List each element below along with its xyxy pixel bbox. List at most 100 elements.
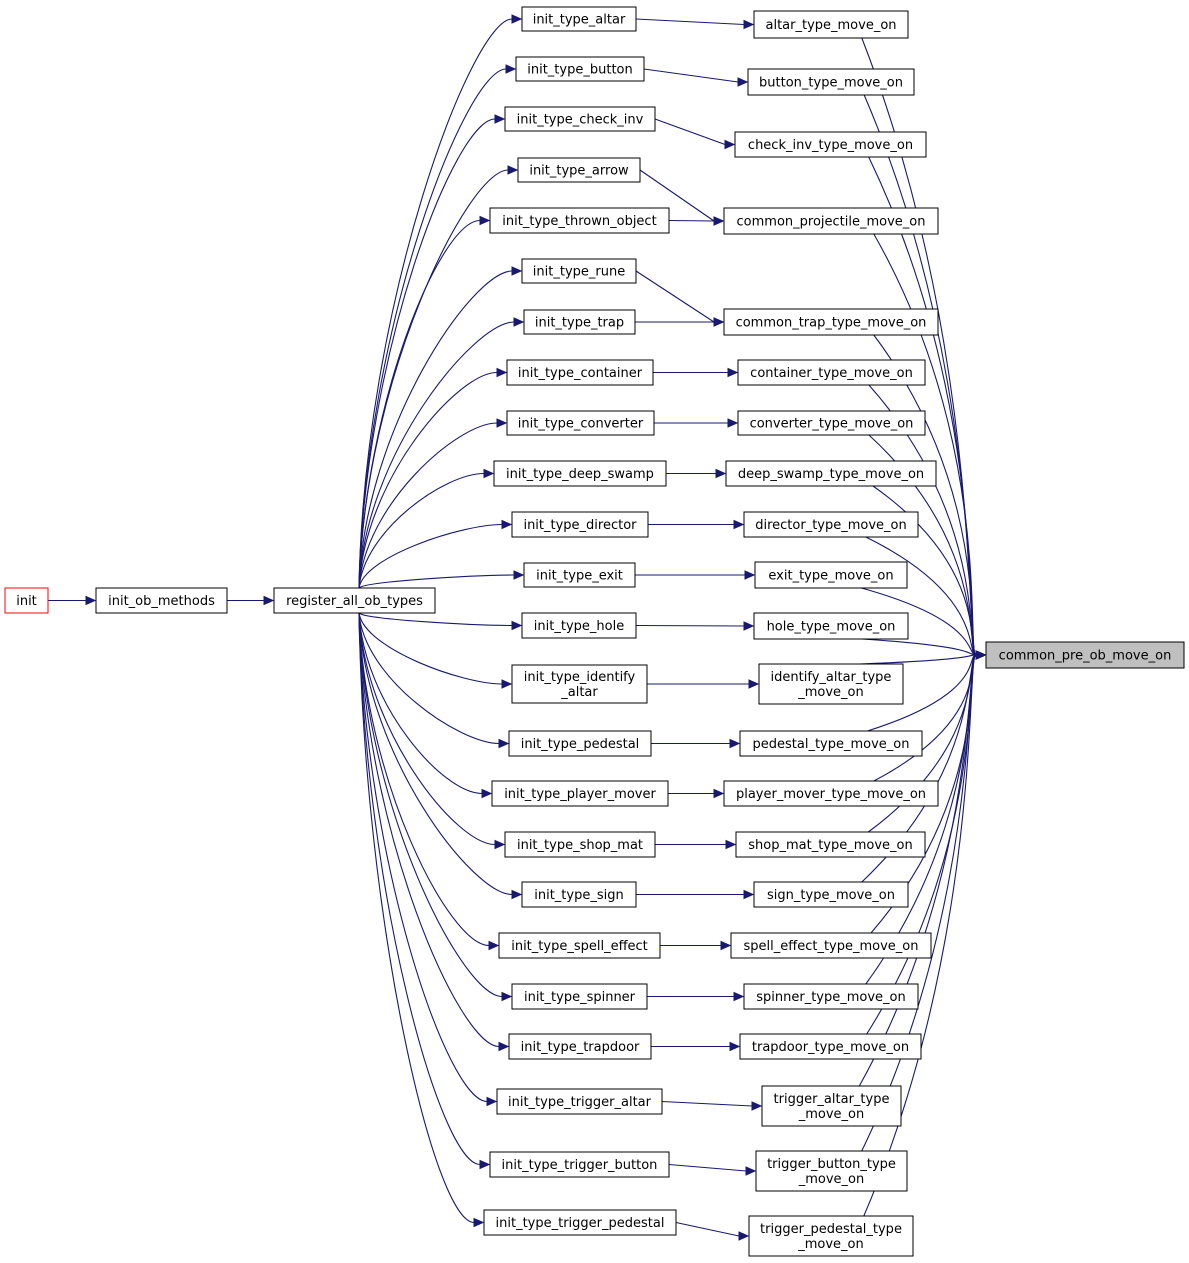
edge-identify-altar-type-move-on-to-common-pre-ob-move-on [859,650,987,665]
node-hole-type-move-on[interactable]: hole_type_move_on [753,612,909,640]
node-label-common-trap-type-move-on: common_trap_type_move_on [736,316,927,331]
edge-init-type-trap-to-common-trap-type-move-on [635,317,725,327]
node-check-inv-type-move-on[interactable]: check_inv_type_move_on [734,131,927,158]
node-label-init-type-spinner: init_type_spinner [524,990,636,1005]
edge-init-type-shop-mat-to-shop-mat-type-move-on [655,839,737,850]
node-label-trigger-altar-type-move-on: trigger_altar_type [774,1092,890,1107]
node-init-type-trapdoor[interactable]: init_type_trapdoor [508,1033,652,1060]
node-shop-mat-type-move-on[interactable]: shop_mat_type_move_on [735,831,926,858]
node-init-type-thrown-object[interactable]: init_type_thrown_object [489,207,670,234]
node-label-trigger-pedestal-type-move-on: trigger_pedestal_type [760,1222,902,1237]
edge-register-all-ob-types-to-init-type-button [358,64,517,589]
edge-init-type-hole-to-hole-type-move-on [635,621,755,631]
node-init-type-pedestal[interactable]: init_type_pedestal [508,730,652,757]
edge-init-type-sign-to-sign-type-move-on [636,889,755,900]
edge-register-all-ob-types-to-init-type-altar [358,14,523,589]
node-label-pedestal-type-move-on: pedestal_type_move_on [753,737,910,752]
node-trapdoor-type-move-on[interactable]: trapdoor_type_move_on [739,1033,922,1060]
node-player-mover-type-move-on[interactable]: player_mover_type_move_on [723,780,939,807]
node-init-type-player-mover[interactable]: init_type_player_mover [491,780,669,807]
node-init-type-hole[interactable]: init_type_hole [521,612,637,639]
node-init-type-identify-altar[interactable]: init_type_identify_altar [511,664,648,704]
node-spell-effect-type-move-on[interactable]: spell_effect_type_move_on [730,932,932,959]
node-label-shop-mat-type-move-on: shop_mat_type_move_on [748,838,913,853]
node-label-init-type-hole: init_type_hole [534,619,624,634]
node-deep-swamp-type-move-on[interactable]: deep_swamp_type_move_on [725,460,937,487]
node-init-type-trap[interactable]: init_type_trap [523,309,636,335]
node-layer: init init_ob_methods register_all_ob_types… [4,6,1185,1257]
node-init-type-trigger-altar[interactable]: init_type_trigger_altar [496,1088,663,1115]
node-init-type-trigger-button[interactable]: init_type_trigger_button [489,1151,670,1178]
node-label-init-type-spell-effect: init_type_spell_effect [511,939,648,954]
node-label-init: init [16,594,37,609]
node-label-spinner-type-move-on: spinner_type_move_on [756,990,906,1005]
edge-init-type-identify-altar-to-identify-altar-type-move-on [647,679,760,689]
node-init-type-check-inv[interactable]: init_type_check_inv [504,106,656,132]
edge-init-ob-methods-to-register-all-ob-types [227,595,275,606]
edge-register-all-ob-types-to-init-type-sign [358,612,523,900]
node-label-trigger-pedestal-type-move-on: _move_on [797,1237,864,1252]
edge-trigger-altar-type-move-on-to-common-pre-ob-move-on [858,650,987,1087]
edge-register-all-ob-types-to-init-type-identify-altar [358,612,513,689]
node-trigger-pedestal-type-move-on[interactable]: trigger_pedestal_type_move_on [748,1215,914,1257]
edge-init-to-init-ob-methods [48,595,97,606]
node-trigger-altar-type-move-on[interactable]: trigger_altar_type_move_on [761,1085,902,1127]
node-label-trapdoor-type-move-on: trapdoor_type_move_on [752,1040,909,1055]
node-button-type-move-on[interactable]: button_type_move_on [747,68,915,96]
node-label-identify-altar-type-move-on: _move_on [797,685,864,700]
node-init-type-exit[interactable]: init_type_exit [523,562,636,588]
node-label-init-type-sign: init_type_sign [534,888,623,903]
node-label-init-type-thrown-object: init_type_thrown_object [502,214,656,229]
node-label-sign-type-move-on: sign_type_move_on [767,888,895,903]
node-trigger-button-type-move-on[interactable]: trigger_button_type_move_on [755,1150,908,1192]
edge-trigger-pedestal-type-move-on-to-common-pre-ob-move-on [863,650,987,1217]
node-init-type-sign[interactable]: init_type_sign [521,881,637,908]
node-exit-type-move-on[interactable]: exit_type_move_on [754,561,908,589]
node-converter-type-move-on[interactable]: converter_type_move_on [737,410,926,436]
node-init-type-spinner[interactable]: init_type_spinner [511,983,648,1010]
node-label-director-type-move-on: director_type_move_on [755,518,907,533]
edge-init-type-rune-to-common-trap-type-move-on [635,270,725,327]
edge-register-all-ob-types-to-init-type-shop-mat [358,612,506,850]
node-label-init-type-shop-mat: init_type_shop_mat [517,838,643,853]
node-init-type-rune[interactable]: init_type_rune [521,258,637,284]
node-init-type-trigger-pedestal[interactable]: init_type_trigger_pedestal [483,1209,677,1236]
node-identify-altar-type-move-on[interactable]: identify_altar_type_move_on [758,663,904,705]
node-init-type-director[interactable]: init_type_director [511,511,649,538]
edge-init-type-player-mover-to-player-mover-type-move-on [668,788,725,799]
edge-register-all-ob-types-to-init-type-converter [358,418,508,589]
node-common-projectile-move-on[interactable]: common_projectile_move_on [723,207,939,235]
node-init[interactable]: init [4,587,49,614]
node-init-type-container[interactable]: init_type_container [506,359,654,386]
node-common-trap-type-move-on[interactable]: common_trap_type_move_on [723,308,939,336]
node-init-type-deep-swamp[interactable]: init_type_deep_swamp [493,460,667,487]
node-init-type-spell-effect[interactable]: init_type_spell_effect [498,932,661,959]
node-spinner-type-move-on[interactable]: spinner_type_move_on [743,983,919,1010]
edge-init-type-check-inv-to-check-inv-type-move-on [654,118,736,150]
node-label-init-ob-methods: init_ob_methods [108,594,215,609]
node-label-init-type-exit: init_type_exit [536,569,623,584]
node-common-pre-ob-move-on[interactable]: common_pre_ob_move_on [985,641,1185,669]
node-altar-type-move-on[interactable]: altar_type_move_on [753,10,909,39]
edge-layer [48,14,987,1241]
node-label-deep-swamp-type-move-on: deep_swamp_type_move_on [738,467,924,482]
node-register-all-ob-types[interactable]: register_all_ob_types [273,587,436,614]
node-init-type-converter[interactable]: init_type_converter [506,410,655,436]
node-label-common-pre-ob-move-on: common_pre_ob_move_on [999,649,1172,664]
node-init-type-button[interactable]: init_type_button [515,56,645,82]
edge-register-all-ob-types-to-init-type-check-inv [358,114,506,589]
node-container-type-move-on[interactable]: container_type_move_on [737,359,926,386]
node-init-type-shop-mat[interactable]: init_type_shop_mat [504,831,656,858]
edge-register-all-ob-types-to-init-type-exit [358,570,525,589]
node-label-init-type-trigger-altar: init_type_trigger_altar [508,1095,652,1110]
node-pedestal-type-move-on[interactable]: pedestal_type_move_on [739,730,923,757]
edge-init-type-trapdoor-to-trapdoor-type-move-on [651,1041,741,1052]
edge-register-all-ob-types-to-init-type-director [358,519,513,589]
node-label-register-all-ob-types: register_all_ob_types [286,594,423,609]
node-director-type-move-on[interactable]: director_type_move_on [743,511,919,538]
node-init-type-arrow[interactable]: init_type_arrow [517,157,641,183]
node-label-button-type-move-on: button_type_move_on [759,76,903,91]
node-init-type-altar[interactable]: init_type_altar [521,6,637,32]
node-sign-type-move-on[interactable]: sign_type_move_on [753,881,909,908]
node-init-ob-methods[interactable]: init_ob_methods [95,587,228,614]
